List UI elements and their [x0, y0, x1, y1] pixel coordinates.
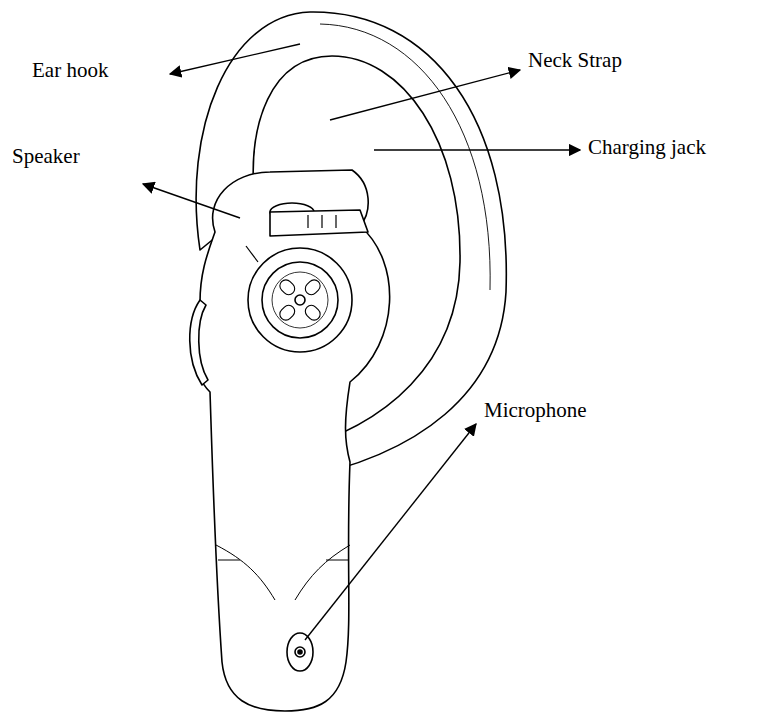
- leader-line: [305, 424, 476, 640]
- charging-jack-pins: [308, 215, 336, 228]
- leader-line: [330, 70, 520, 120]
- part-label: Speaker: [12, 144, 80, 169]
- speaker-grille: [262, 262, 338, 338]
- leader-line: [143, 184, 240, 218]
- side-button: [190, 300, 208, 385]
- leader-line: [374, 149, 580, 150]
- part-label: Ear hook: [32, 58, 108, 83]
- microphone: [287, 633, 313, 671]
- leader-lines: [143, 44, 580, 640]
- speaker-rim: [248, 248, 352, 352]
- leader-line: [170, 44, 300, 74]
- body-seam: [216, 545, 350, 600]
- jack-housing: [270, 210, 368, 236]
- headset-body: [192, 170, 390, 711]
- part-label: Microphone: [484, 398, 587, 423]
- part-label: Charging jack: [588, 135, 706, 160]
- speaker-slots: [277, 277, 322, 322]
- part-label: Neck Strap: [528, 48, 622, 73]
